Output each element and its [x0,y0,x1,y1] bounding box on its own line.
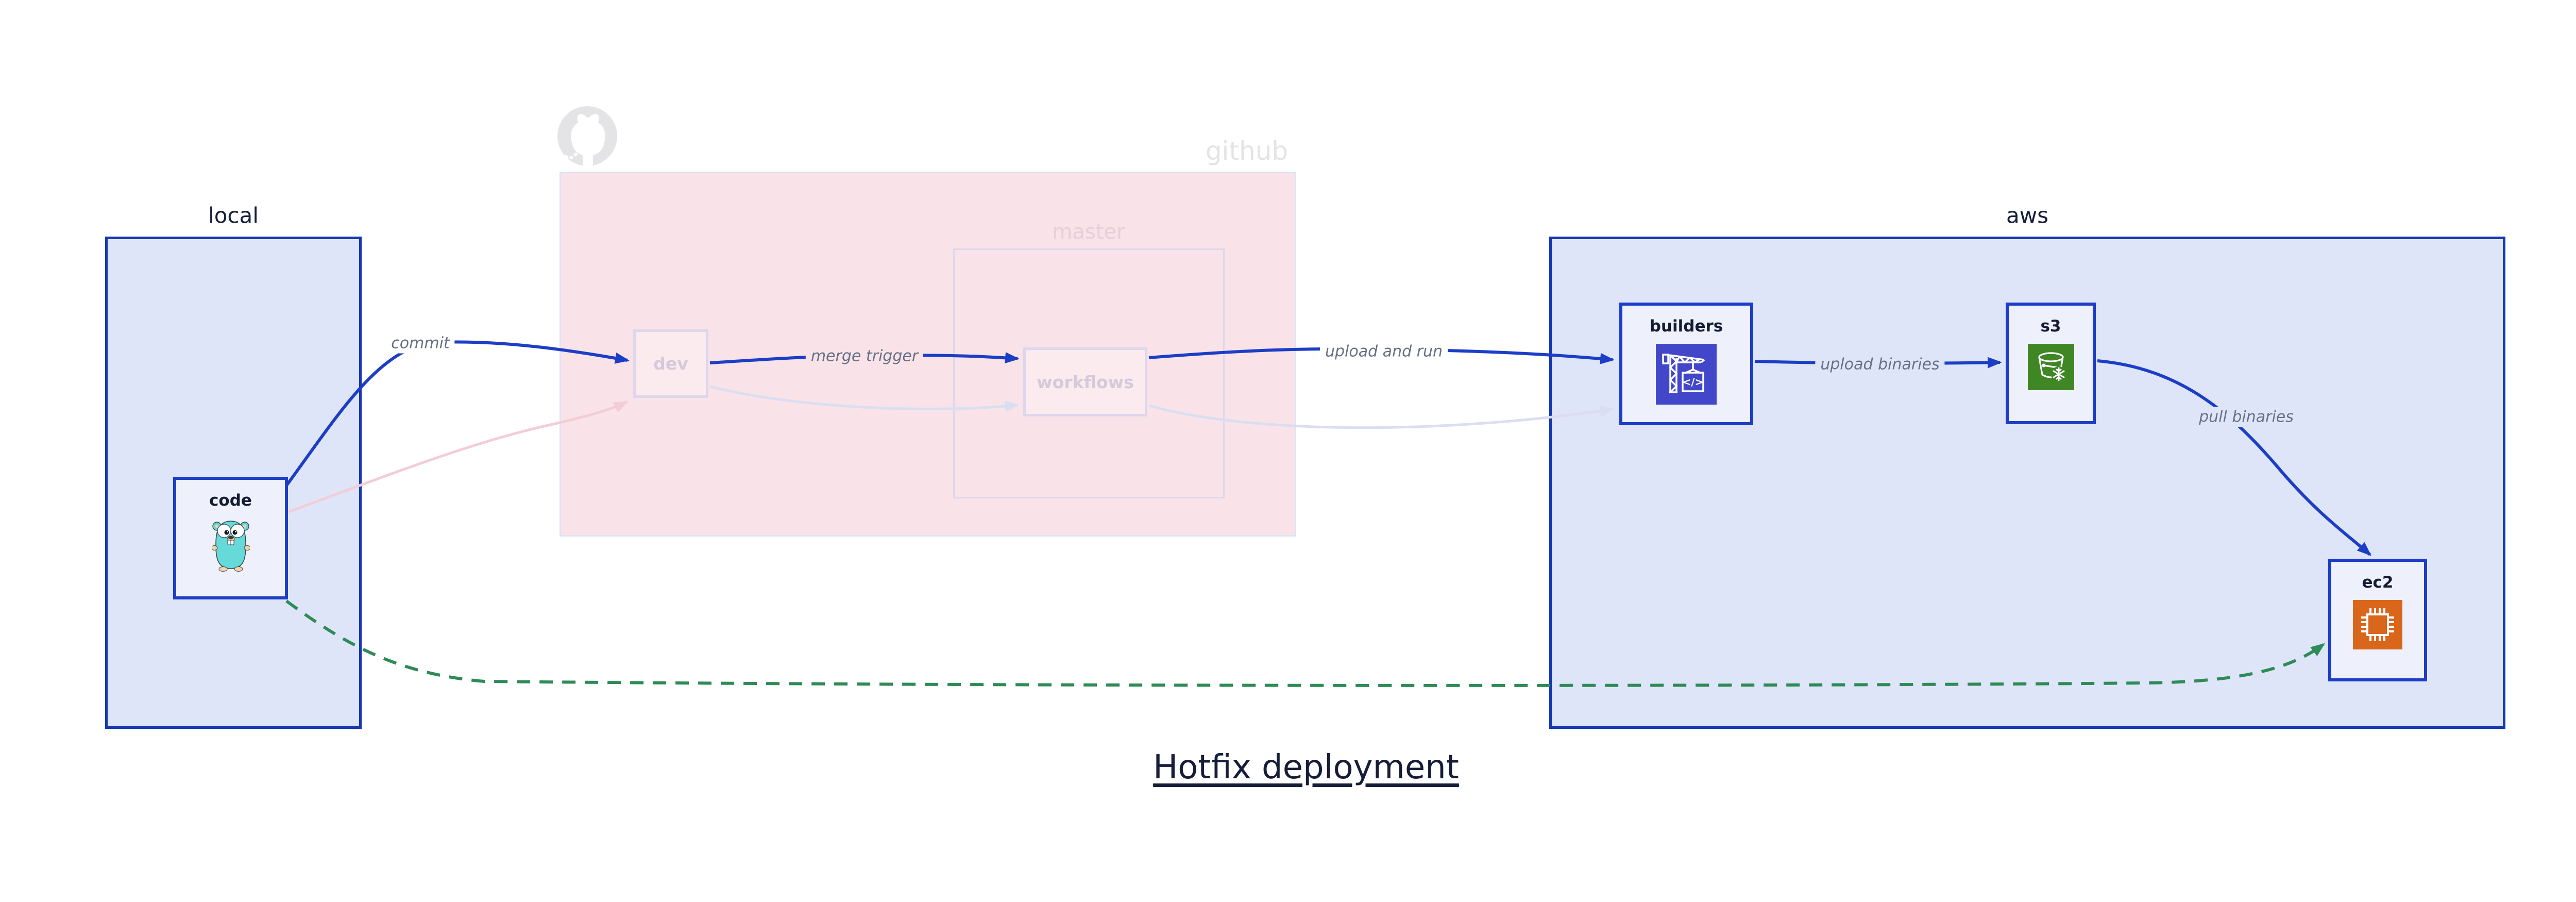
edge-label-upload-and-run: upload and run [1319,341,1448,362]
node-builders: builders </> [1619,303,1753,425]
go-gopher-icon [211,518,250,574]
github-octocat-icon [555,104,619,168]
aws-s3-glacier-icon [2027,344,2074,392]
edge-label-merge-trigger: merge trigger [805,346,924,366]
edge-label-upload-binaries: upload binaries [1815,354,1945,375]
node-label-ec2: ec2 [2362,573,2394,592]
node-label-workflows: workflows [1037,372,1134,392]
group-master [953,248,1225,498]
node-s3: s3 [2006,303,2096,424]
node-workflows: workflows [1023,347,1147,416]
node-ec2: ec2 [2328,559,2427,681]
group-label-local: local [208,203,259,228]
group-label-master: master [1052,220,1125,244]
aws-ec2-icon [2353,600,2402,652]
node-label-builders: builders [1649,317,1723,336]
node-dev: dev [633,329,708,398]
diagram-title: Hotfix deployment [1153,748,1459,787]
aws-codebuild-icon: </> [1656,344,1717,407]
group-label-aws: aws [2006,203,2048,228]
codebuild-code-glyph: </> [1683,376,1704,388]
edge-label-pull-binaries: pull binaries [2194,407,2299,427]
node-label-s3: s3 [2040,317,2061,336]
node-label-code: code [209,491,252,510]
group-label-github: github [1205,136,1289,166]
node-label-dev: dev [653,354,688,374]
edge-label-commit: commit [386,333,455,354]
node-code: code [173,477,288,599]
